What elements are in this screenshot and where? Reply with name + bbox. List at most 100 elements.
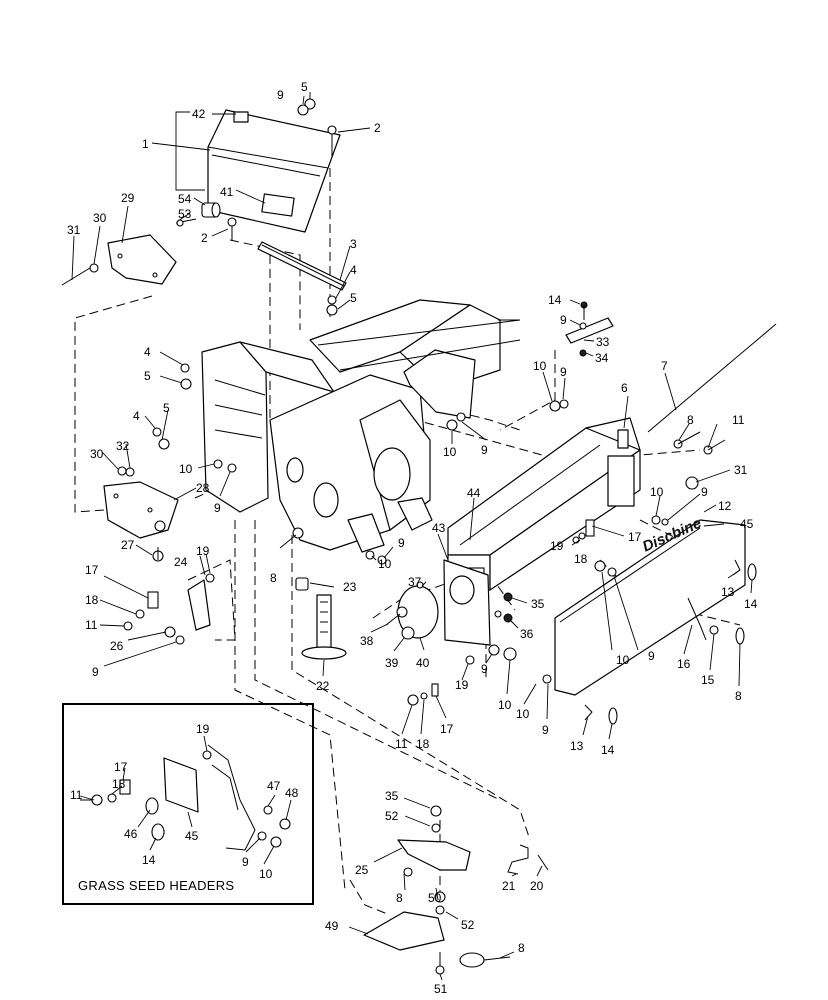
callout-2: 2 <box>374 121 381 135</box>
callout-32: 32 <box>116 439 130 453</box>
callout-21: 21 <box>502 879 516 893</box>
callout-22: 22 <box>316 679 330 693</box>
callout-45: 45 <box>740 517 754 531</box>
callout-15: 15 <box>701 673 715 687</box>
callout-16: 16 <box>677 657 691 671</box>
callout-17: 17 <box>85 563 99 577</box>
callout-14: 14 <box>744 597 758 611</box>
callout-5: 5 <box>350 291 357 305</box>
callout-10: 10 <box>259 867 273 881</box>
callout-10: 10 <box>616 653 630 667</box>
callout-50: 50 <box>428 891 442 905</box>
callout-9: 9 <box>277 88 284 102</box>
callout-10: 10 <box>179 462 193 476</box>
callout-6: 6 <box>621 381 628 395</box>
callout-29: 29 <box>121 191 135 205</box>
callout-9: 9 <box>92 665 99 679</box>
callout-5: 5 <box>301 80 308 94</box>
left-lower-shield <box>103 481 179 539</box>
callout-11: 11 <box>70 788 83 802</box>
callout-3: 3 <box>350 237 357 251</box>
callout-35: 35 <box>385 789 399 803</box>
callout-39: 39 <box>385 656 399 670</box>
callout-5: 5 <box>163 401 170 415</box>
callout-9: 9 <box>560 313 567 327</box>
callout-11: 11 <box>85 618 98 632</box>
top-shield <box>207 109 341 233</box>
callout-9: 9 <box>481 443 488 457</box>
leader-lines <box>71 92 753 981</box>
callout-26: 26 <box>110 639 124 653</box>
callout-11: 11 <box>395 737 408 751</box>
callout-23: 23 <box>343 580 357 594</box>
bushing <box>175 202 221 227</box>
callout-38: 38 <box>360 634 374 648</box>
tongue-beam <box>447 417 641 591</box>
callout-10: 10 <box>516 707 530 721</box>
callout-43: 43 <box>432 521 446 535</box>
callout-37: 37 <box>408 575 422 589</box>
callout-9: 9 <box>560 365 567 379</box>
callout-25: 25 <box>355 863 369 877</box>
callout-35: 35 <box>531 597 545 611</box>
callout-44: 44 <box>467 486 481 500</box>
hardware-bits <box>117 98 757 975</box>
callout-19: 19 <box>550 539 564 553</box>
callout-8: 8 <box>518 941 525 955</box>
callout-19: 19 <box>196 722 210 736</box>
callout-9: 9 <box>398 536 405 550</box>
assembly-dashed-lines <box>74 140 746 916</box>
callout-9: 9 <box>542 723 549 737</box>
callout-12: 12 <box>718 499 732 513</box>
callout-11: 11 <box>732 413 745 427</box>
callout-54: 54 <box>178 192 192 206</box>
callout-24: 24 <box>174 555 188 569</box>
callout-9: 9 <box>481 662 488 676</box>
callout-1: 1 <box>142 137 149 151</box>
callout-9: 9 <box>242 855 249 869</box>
callout-52: 52 <box>461 918 475 932</box>
callout-36: 36 <box>520 627 534 641</box>
drawbar-rod <box>647 323 777 433</box>
callout-8: 8 <box>735 689 742 703</box>
inset-caption: GRASS SEED HEADERS <box>78 878 235 893</box>
callout-18: 18 <box>85 593 99 607</box>
main-frame <box>201 299 521 553</box>
grass-seed-headers-inset <box>62 703 314 905</box>
hinge-strip <box>257 241 347 291</box>
callout-4: 4 <box>144 345 151 359</box>
callout-18: 18 <box>416 737 430 751</box>
jack-stand <box>295 577 347 660</box>
callout-10: 10 <box>443 445 457 459</box>
callout-51: 51 <box>434 982 448 996</box>
bracket-49 <box>363 911 445 951</box>
callout-9: 9 <box>701 485 708 499</box>
callout-28: 28 <box>196 481 210 495</box>
callout-18: 18 <box>574 552 588 566</box>
bracket-24 <box>187 579 211 631</box>
callout-13: 13 <box>570 739 584 753</box>
callout-31: 31 <box>67 223 81 237</box>
callout-14: 14 <box>601 743 615 757</box>
hook-21 <box>507 844 549 875</box>
front-shield-43 <box>443 559 491 646</box>
callout-49: 49 <box>325 919 339 933</box>
callout-7: 7 <box>661 359 668 373</box>
callout-labels: 42 9 5 2 1 41 54 53 29 30 31 2 3 4 5 14 … <box>67 80 758 996</box>
callout-9: 9 <box>648 649 655 663</box>
inset-artwork <box>80 744 291 851</box>
callout-27: 27 <box>121 538 135 552</box>
callout-48: 48 <box>285 786 299 800</box>
plate-33 <box>565 317 614 344</box>
callout-18: 18 <box>112 777 126 791</box>
callout-53: 53 <box>178 207 192 221</box>
callout-30: 30 <box>93 211 107 225</box>
callout-34: 34 <box>595 351 609 365</box>
callout-30: 30 <box>90 447 104 461</box>
callout-8: 8 <box>270 571 277 585</box>
side-shield-panel <box>554 519 746 696</box>
callout-17: 17 <box>628 530 642 544</box>
callout-14: 14 <box>142 853 156 867</box>
callout-10: 10 <box>498 698 512 712</box>
callout-17: 17 <box>440 722 454 736</box>
